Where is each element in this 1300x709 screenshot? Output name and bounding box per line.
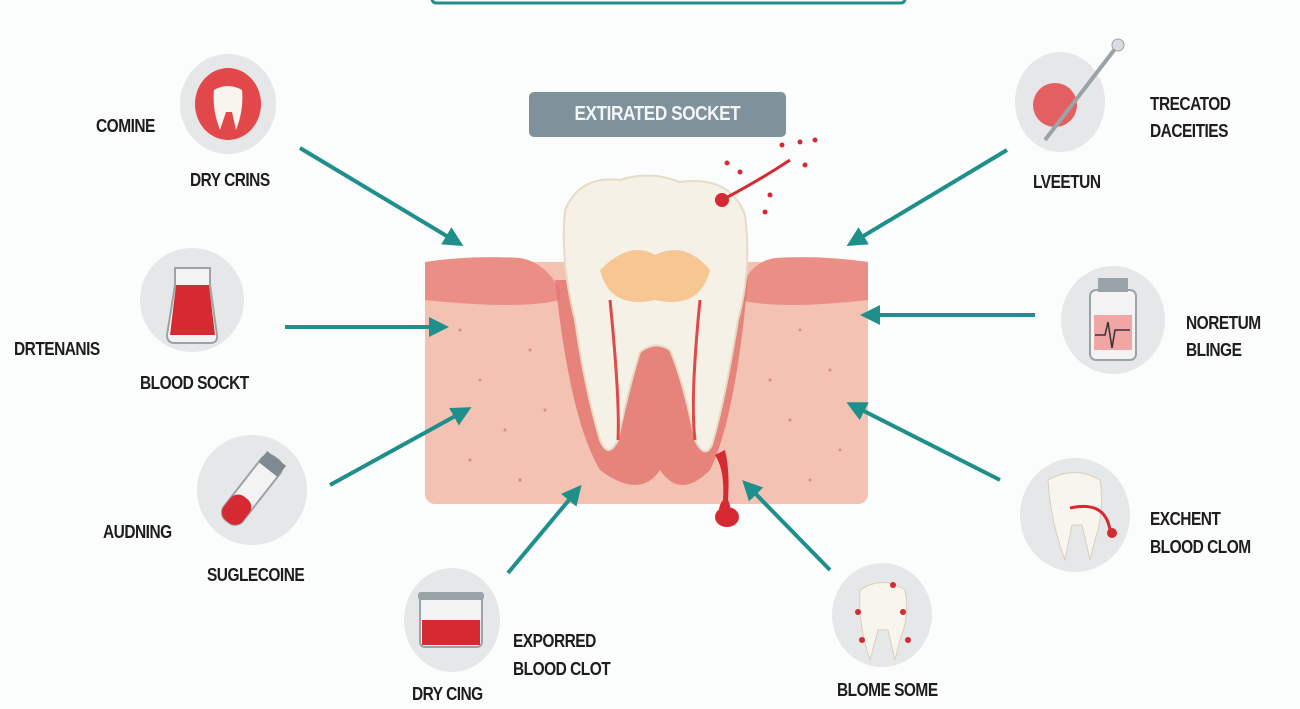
tooth-clot-icon — [1020, 458, 1130, 572]
label-trecatod: TRECATOD — [1150, 94, 1231, 114]
diagram-title-text: EXTIRATED SOCKET — [574, 103, 741, 125]
label-comine: COMINE — [96, 116, 155, 136]
label-dry-crins: DRY CRINS — [190, 170, 270, 190]
dental-probe-icon — [1015, 38, 1125, 152]
arrow-exchent — [846, 402, 1001, 482]
label-exchent: EXCHENT — [1150, 509, 1221, 529]
spotted-tooth-icon — [832, 563, 932, 667]
label-exporred: EXPORRED — [513, 631, 596, 651]
blood-beaker-icon — [140, 248, 244, 352]
label-blood-sockt: BLOOD SOCKT — [140, 373, 249, 393]
label-blinge: BLINGE — [1186, 340, 1242, 360]
top-banner-edge — [430, 0, 907, 5]
blood-jar-icon — [404, 568, 500, 672]
label-dry-cing: DRY CING — [412, 684, 483, 704]
label-drtenanis: DRTENANIS — [14, 339, 100, 359]
medicine-bottle-icon — [1061, 266, 1165, 374]
label-lveetun: LVEETUN — [1033, 172, 1101, 192]
label-blome-some: BLOME SOME — [837, 680, 938, 700]
label-audning: AUDNING — [103, 522, 172, 542]
arrow-blood-clot — [506, 484, 582, 575]
label-blood-clot: BLOOD CLOT — [513, 659, 611, 679]
arrow-dry-crins — [298, 146, 464, 247]
arrow-blome-some — [742, 480, 832, 572]
label-suglecoine: SUGLECOINE — [207, 565, 305, 585]
diagram-title: EXTIRATED SOCKET — [529, 92, 786, 137]
arrow-lveetun — [846, 148, 1009, 247]
blood-vial-icon — [197, 435, 307, 545]
tooth-illustration — [562, 137, 818, 527]
label-noretum: NORETUM — [1186, 313, 1261, 333]
label-daceities: DACEITIES — [1150, 121, 1228, 141]
bleeding-tooth-icon — [180, 54, 276, 154]
arrow-suglecoine — [329, 407, 472, 487]
label-blood-clom: BLOOD CLOM — [1150, 537, 1251, 557]
